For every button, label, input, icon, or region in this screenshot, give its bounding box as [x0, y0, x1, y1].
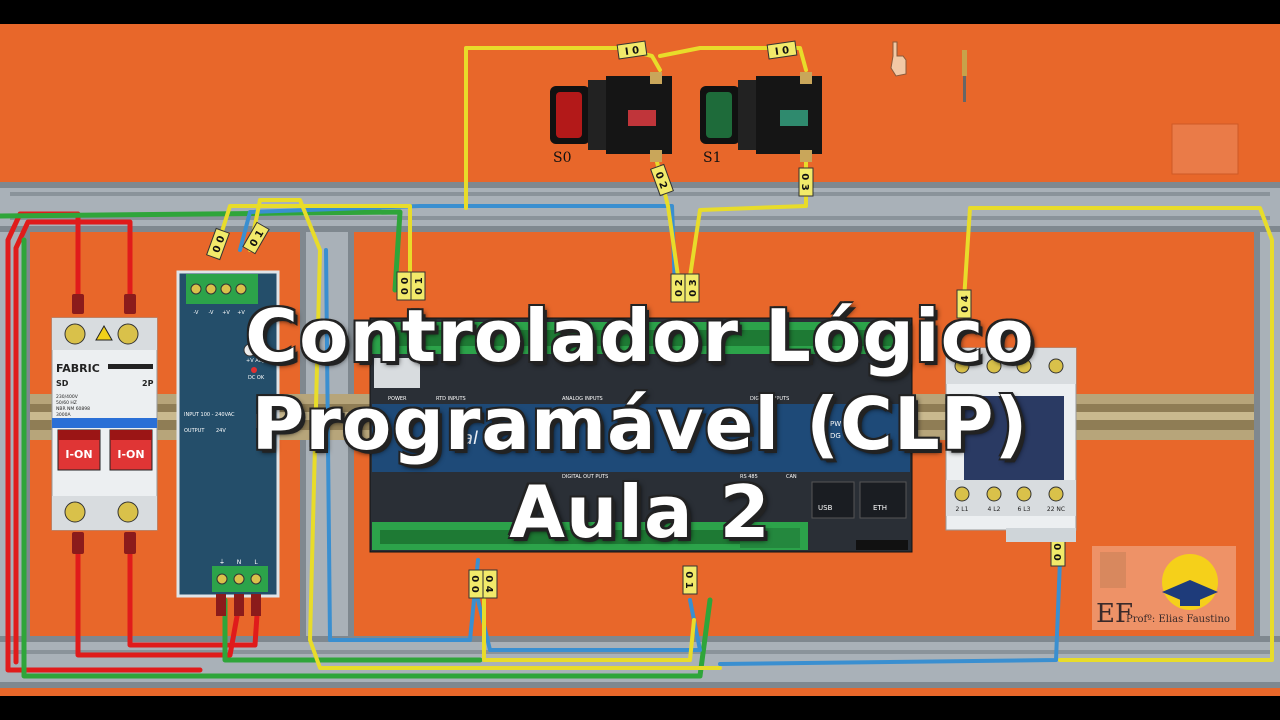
svg-text:0 4: 0 4 — [960, 295, 971, 312]
tag-psu-left: 0 0 — [205, 227, 231, 261]
svg-text:0 1: 0 1 — [414, 277, 425, 294]
svg-text:ETH: ETH — [873, 504, 887, 512]
svg-text:RTD INPUTS: RTD INPUTS — [436, 396, 466, 402]
svg-text:POWER: POWER — [388, 396, 407, 402]
circuit-breaker: FABRIC SD 2P 230/400V 50/60 HZ NBR NM 60… — [51, 317, 158, 531]
svg-text:DIGITAL INPUTS: DIGITAL INPUTS — [750, 396, 789, 402]
screwdriver-icon[interactable] — [962, 50, 967, 102]
power-supply: -V -V +V +V +V ADJ DC OK INPUT 100 - 240… — [176, 270, 280, 616]
logo-initials: EF — [1096, 599, 1133, 629]
wire-tags: I 0 I 0 0 2 0 3 0 0 0 1 0 0 0 1 — [205, 40, 1066, 599]
svg-text:I 0: I 0 — [624, 45, 640, 58]
hand-cursor-icon[interactable] — [890, 41, 907, 77]
s1-label: S1 — [703, 150, 722, 166]
svg-text:-V: -V — [194, 310, 200, 316]
svg-text:24V: 24V — [216, 428, 226, 434]
svg-text:I 0: I 0 — [774, 45, 790, 58]
svg-text:DG: DG — [830, 432, 841, 440]
svg-text:0 4: 0 4 — [483, 575, 494, 592]
svg-text:ANALOG INPUTS: ANALOG INPUTS — [562, 396, 603, 402]
svg-text:0 0: 0 0 — [1051, 543, 1062, 560]
breaker-poles: 2P — [142, 379, 154, 388]
svg-text:230/400V: 230/400V — [56, 394, 79, 400]
svg-text:+V ADJ: +V ADJ — [246, 358, 264, 364]
svg-text:I-ON: I-ON — [117, 448, 144, 461]
plc-sticker — [374, 358, 420, 388]
s0-label: S0 — [553, 150, 572, 166]
svg-text:OUTPUT: OUTPUT — [184, 428, 205, 434]
author-logo: EF Profº: Elias Faustino — [1092, 546, 1236, 630]
svg-text:⏚: ⏚ — [219, 559, 225, 566]
svg-text:22 NC: 22 NC — [1047, 506, 1065, 513]
svg-text:0 0: 0 0 — [400, 277, 411, 294]
tag-plc-bottom-left2: 0 4 — [482, 569, 498, 599]
svg-text:CAN: CAN — [786, 474, 797, 480]
tag-plc-top-right: 0 2 — [670, 273, 686, 303]
breaker-right-switch[interactable]: I-ON — [109, 429, 153, 471]
tag-s0-top: I 0 — [616, 40, 648, 60]
svg-text:0 3: 0 3 — [688, 279, 699, 296]
logo-author: Profº: Elias Faustino — [1126, 614, 1230, 625]
tag-plc-top-left: 0 0 — [396, 271, 412, 301]
right-vertical-duct — [1254, 232, 1280, 636]
voltage-adjust-knob[interactable] — [243, 343, 257, 357]
contactor: 2 L1 4 L2 6 L3 22 NC — [945, 347, 1077, 542]
tag-s1-top: I 0 — [766, 40, 798, 60]
svg-text:NBR NM 60898: NBR NM 60898 — [56, 406, 90, 412]
svg-text:-V: -V — [209, 310, 215, 316]
svg-text:0 3: 0 3 — [799, 173, 810, 190]
tag-s1-bottom: 0 3 — [798, 167, 814, 197]
svg-text:0 0: 0 0 — [469, 575, 480, 592]
tag-plc-bottom-right: 0 1 — [682, 565, 698, 595]
svg-text:3000A: 3000A — [56, 412, 71, 418]
svg-text:5A: 5A — [258, 420, 265, 426]
svg-text:L: L — [254, 559, 258, 566]
svg-text:4 L2: 4 L2 — [988, 506, 1001, 513]
svg-text:USB: USB — [818, 504, 833, 512]
svg-text:DC OK: DC OK — [248, 375, 265, 381]
tag-plc-top-right2: 0 3 — [684, 273, 700, 303]
svg-text:6 L3: 6 L3 — [1018, 506, 1031, 513]
svg-text:PWR: PWR — [830, 420, 846, 428]
svg-text:0 2: 0 2 — [674, 279, 685, 296]
breaker-model: SD — [56, 379, 69, 388]
tag-contactor-bottom: 0 0 — [1050, 537, 1066, 567]
svg-text:+V: +V — [222, 310, 230, 316]
tag-s0-bottom: 0 2 — [649, 163, 675, 197]
svg-text:N: N — [237, 559, 242, 566]
tag-plc-top-left2: 0 1 — [410, 271, 426, 301]
svg-text:I-ON: I-ON — [65, 448, 92, 461]
svg-text:+V: +V — [237, 310, 245, 316]
breaker-left-switch[interactable]: I-ON — [57, 429, 101, 471]
push-button-s1[interactable]: S1 — [700, 72, 822, 166]
svg-text:2 L1: 2 L1 — [956, 506, 969, 513]
faint-logo-watermark — [1171, 123, 1239, 175]
plc-controller: POWER RTD INPUTS ANALOG INPUTS DIGITAL I… — [369, 317, 913, 553]
tag-contactor-top: 0 4 — [956, 289, 972, 319]
svg-text:INPUT 100 - 240VAC: INPUT 100 - 240VAC — [184, 412, 235, 418]
tag-plc-bottom-left: 0 0 — [468, 569, 484, 599]
breaker-brand: FABRIC — [56, 362, 100, 375]
svg-text:RS 485: RS 485 — [740, 474, 758, 480]
svg-text:50/60 HZ: 50/60 HZ — [56, 400, 77, 406]
svg-text:0 1: 0 1 — [683, 571, 694, 588]
plc-brand: al — [462, 428, 478, 449]
svg-text:DIGITAL OUT PUTS: DIGITAL OUT PUTS — [562, 474, 608, 480]
push-button-s0[interactable]: S0 — [550, 72, 672, 166]
